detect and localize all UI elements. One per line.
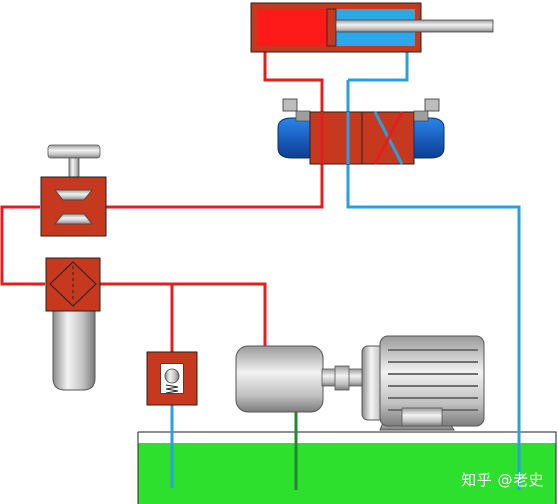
filter-icon [45,257,101,391]
pressure-line-valve-to-relief [102,160,324,209]
directional-valve-icon [277,98,445,165]
hydraulic-cylinder-icon [250,2,494,53]
piston-rod [335,19,494,33]
tank-wall [137,431,557,504]
pressure-line-filter-to-pump [100,282,267,346]
hydraulic-pump-icon [235,345,365,413]
check-ball [164,368,180,384]
electric-motor-icon [361,335,485,431]
solenoid-left [277,98,311,159]
solenoid-right [413,98,445,159]
relief-valve-icon [40,144,107,237]
pressure-line-relief-to-filter [0,205,45,286]
watermark-text: 知乎 @老史 [461,471,544,489]
cylinder-cap-side-line [263,50,324,112]
cylinder-rod-side-line [348,50,409,82]
check-spring [165,384,179,394]
check-valve-icon [146,351,198,406]
oil-fill [138,443,556,504]
oil-tank [137,431,557,504]
